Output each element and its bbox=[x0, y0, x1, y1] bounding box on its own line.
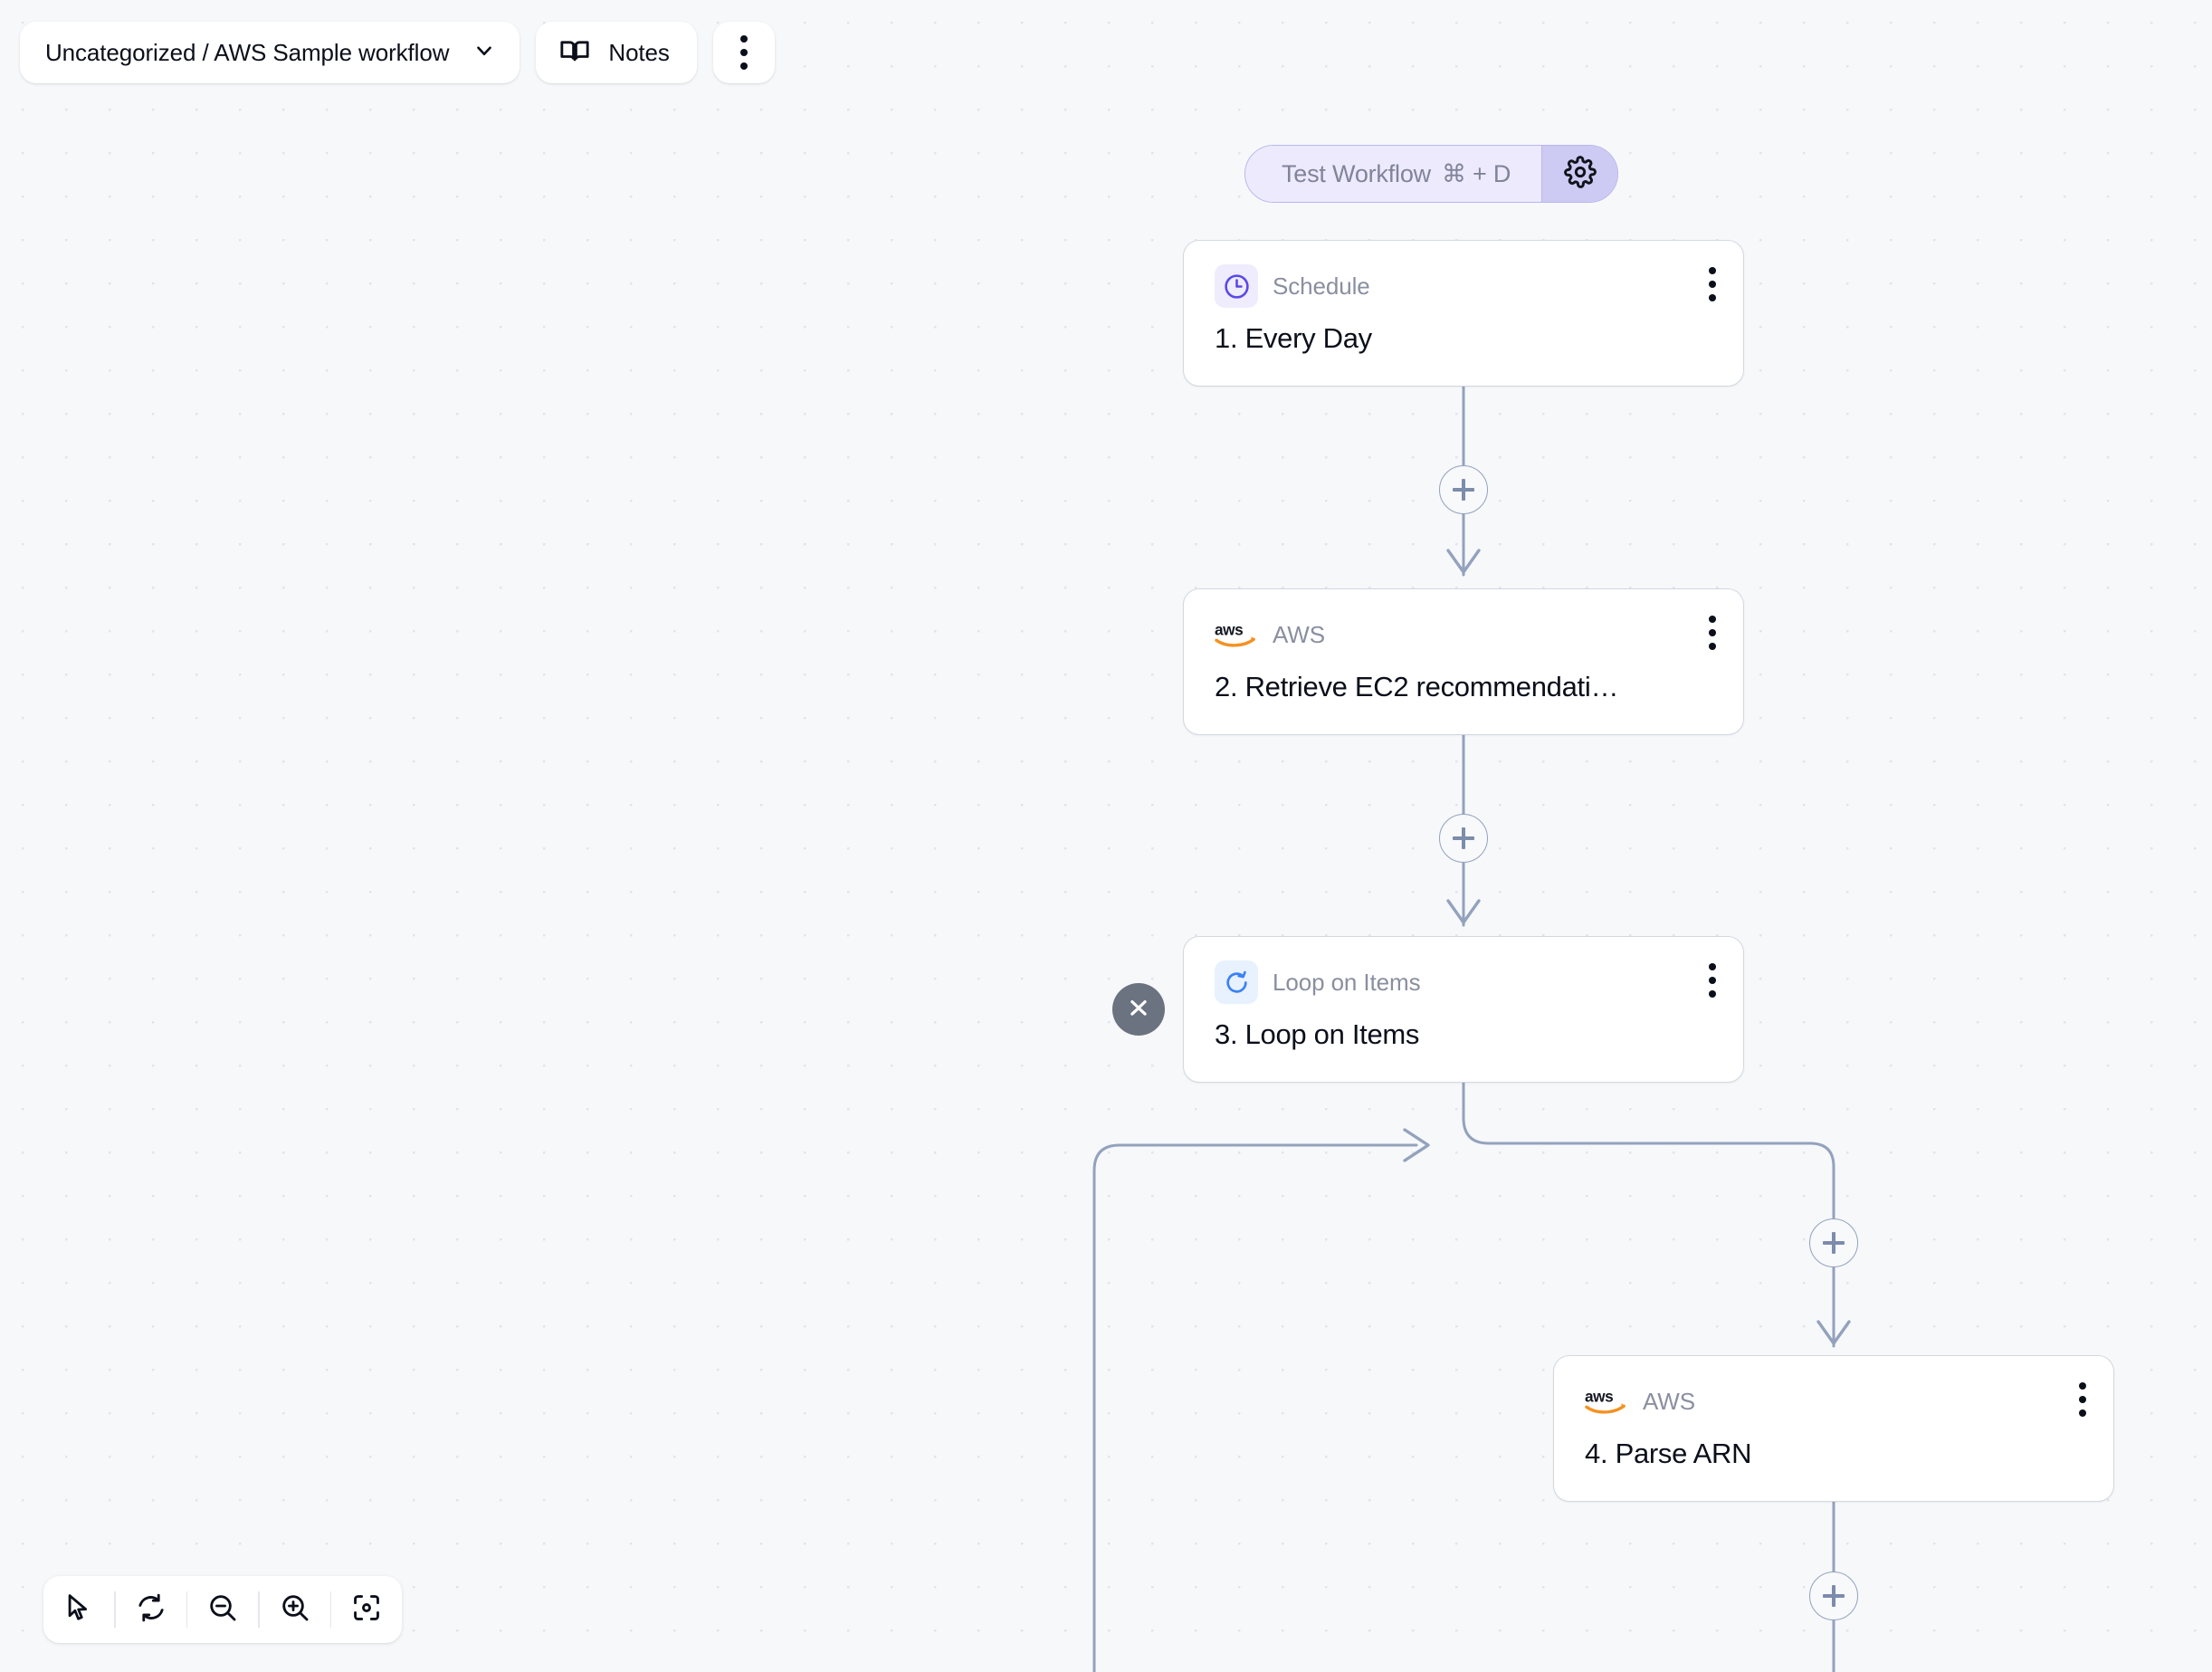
test-workflow-control: Test Workflow ⌘ + D bbox=[1244, 145, 1619, 203]
node-menu-button[interactable] bbox=[1709, 616, 1716, 650]
node-header: Loop on Items bbox=[1184, 937, 1743, 1004]
node-loop-on-items[interactable]: Loop on Items 3. Loop on Items bbox=[1183, 936, 1744, 1083]
add-node-button-loop-branch[interactable] bbox=[1809, 1218, 1858, 1267]
svg-text:aws: aws bbox=[1215, 620, 1243, 638]
node-menu-button[interactable] bbox=[2079, 1382, 2086, 1417]
notes-button[interactable]: Notes bbox=[536, 22, 697, 83]
node-title: 4. Parse ARN bbox=[1585, 1438, 1752, 1469]
svg-text:aws: aws bbox=[1585, 1387, 1613, 1405]
more-options-button[interactable] bbox=[712, 22, 775, 83]
reset-refresh-icon bbox=[136, 1592, 167, 1628]
breadcrumb-workflow-selector[interactable]: Uncategorized / AWS Sample workflow bbox=[20, 22, 520, 83]
node-header: aws AWS bbox=[1554, 1356, 2113, 1423]
topbar: Uncategorized / AWS Sample workflow Note… bbox=[20, 22, 775, 83]
zoom-out-button[interactable] bbox=[187, 1576, 258, 1643]
node-type-label: Loop on Items bbox=[1273, 968, 1421, 996]
node-aws-retrieve-ec2[interactable]: aws AWS 2. Retrieve EC2 recommendati… bbox=[1183, 588, 1744, 735]
loop-refresh-icon bbox=[1215, 960, 1258, 1004]
node-title: 1. Every Day bbox=[1215, 322, 1372, 354]
node-type-label: AWS bbox=[1643, 1387, 1695, 1415]
node-header: aws AWS bbox=[1184, 589, 1743, 656]
test-workflow-shortcut: ⌘ + D bbox=[1441, 159, 1511, 187]
aws-logo-icon: aws bbox=[1215, 613, 1258, 656]
zoom-in-icon bbox=[280, 1592, 310, 1628]
reset-view-button[interactable] bbox=[116, 1576, 186, 1643]
add-node-button-after-schedule[interactable] bbox=[1439, 465, 1488, 514]
toolbar-divider bbox=[114, 1591, 116, 1628]
test-workflow-label: Test Workflow bbox=[1282, 159, 1431, 187]
cursor-pointer-icon bbox=[63, 1592, 94, 1628]
node-menu-button[interactable] bbox=[1709, 963, 1716, 998]
toolbar-divider bbox=[258, 1591, 260, 1628]
add-node-button-after-aws-arn[interactable] bbox=[1809, 1572, 1858, 1620]
test-workflow-settings-button[interactable] bbox=[1541, 146, 1618, 202]
kebab-menu-icon bbox=[739, 35, 748, 70]
clock-icon bbox=[1215, 264, 1258, 308]
node-title: 3. Loop on Items bbox=[1215, 1018, 1420, 1050]
node-type-label: AWS bbox=[1273, 620, 1325, 648]
node-schedule[interactable]: Schedule 1. Every Day bbox=[1183, 240, 1744, 387]
toolbar-divider bbox=[329, 1591, 331, 1628]
canvas-toolbar bbox=[43, 1576, 402, 1643]
zoom-out-icon bbox=[207, 1592, 238, 1628]
toolbar-divider bbox=[186, 1591, 187, 1628]
aws-logo-icon: aws bbox=[1585, 1380, 1628, 1423]
node-aws-parse-arn[interactable]: aws AWS 4. Parse ARN bbox=[1553, 1355, 2114, 1502]
add-node-button-after-aws-ec2[interactable] bbox=[1439, 814, 1488, 863]
fit-to-view-button[interactable] bbox=[331, 1576, 402, 1643]
node-menu-button[interactable] bbox=[1709, 267, 1716, 301]
breadcrumb-label: Uncategorized / AWS Sample workflow bbox=[45, 38, 450, 66]
node-type-label: Schedule bbox=[1273, 272, 1370, 300]
book-open-icon bbox=[559, 35, 590, 71]
test-workflow-button[interactable]: Test Workflow ⌘ + D bbox=[1245, 146, 1542, 202]
collapse-chevrons-icon bbox=[1123, 992, 1154, 1027]
fit-to-view-icon bbox=[351, 1592, 382, 1628]
zoom-in-button[interactable] bbox=[260, 1576, 330, 1643]
pointer-tool-button[interactable] bbox=[43, 1576, 114, 1643]
node-title: 2. Retrieve EC2 recommendati… bbox=[1215, 671, 1619, 702]
gear-icon bbox=[1563, 155, 1597, 193]
chevron-down-icon bbox=[472, 39, 496, 67]
loop-collapse-toggle[interactable] bbox=[1112, 983, 1165, 1036]
notes-label: Notes bbox=[608, 38, 670, 66]
node-header: Schedule bbox=[1184, 241, 1743, 308]
